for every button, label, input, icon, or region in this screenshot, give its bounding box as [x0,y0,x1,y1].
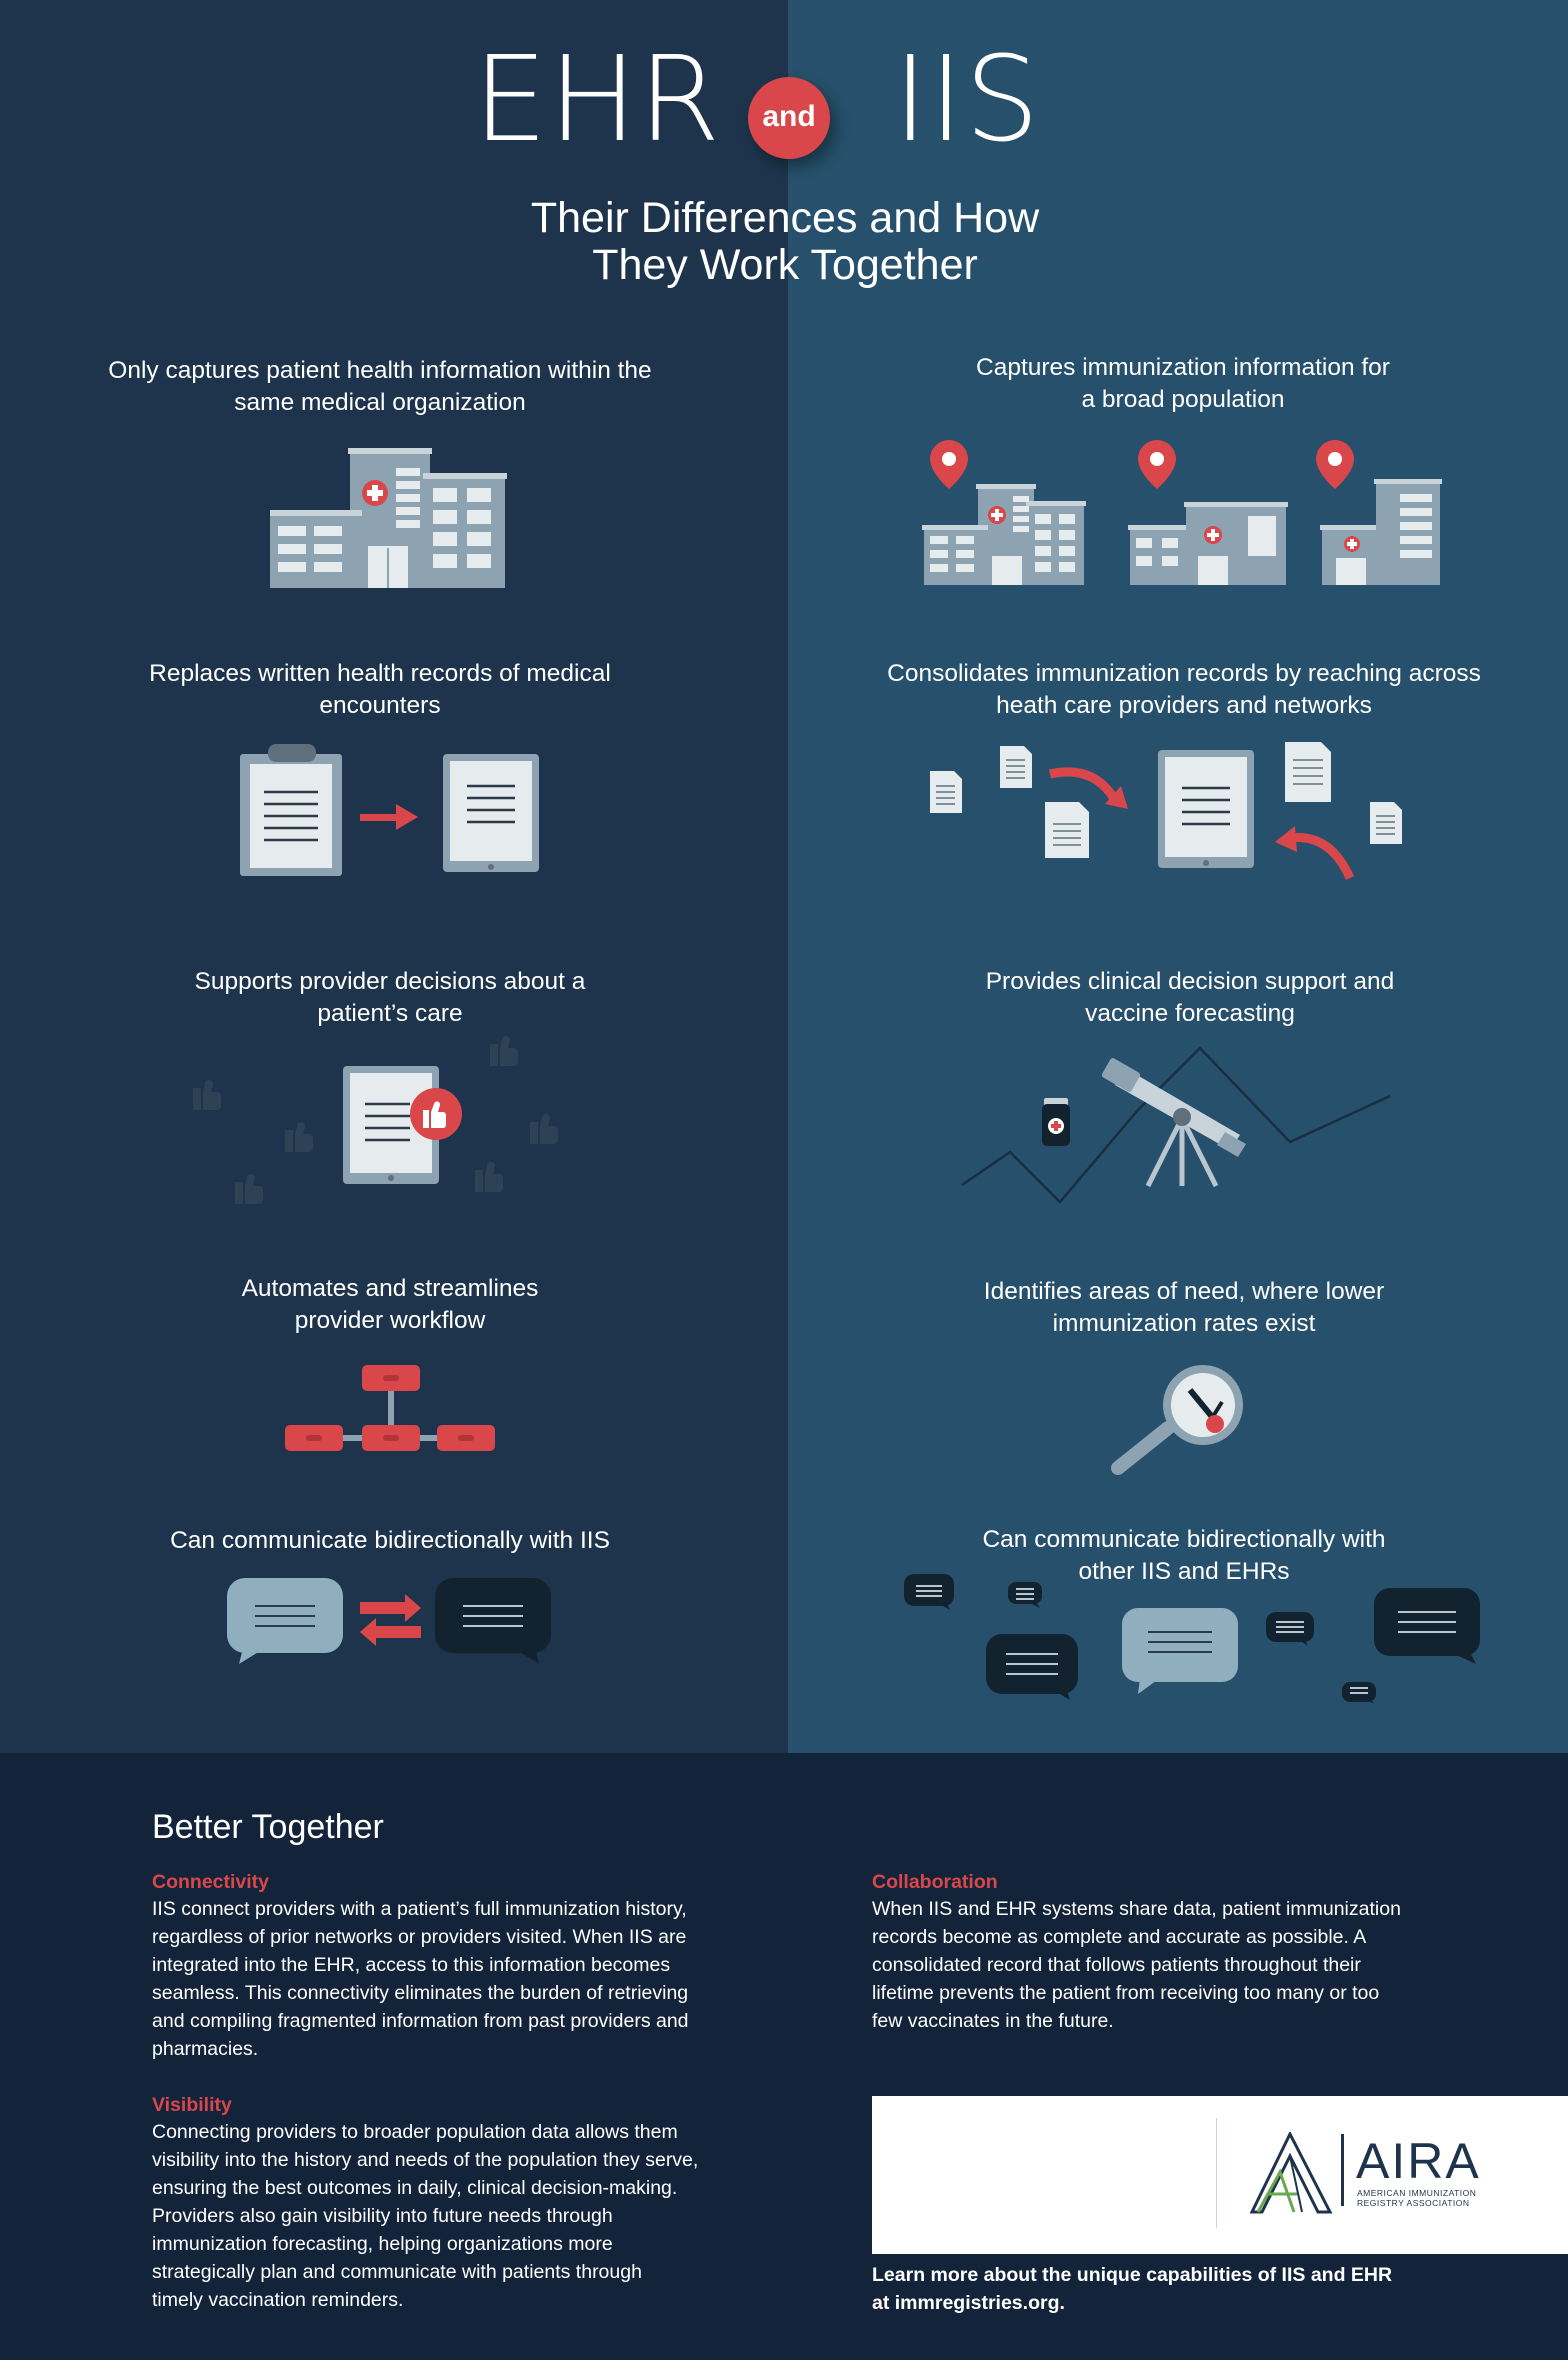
ehr-caption-1: Only captures patient health information… [108,357,652,416]
better-together-title: Better Together [152,1808,384,1846]
iis-caption-2: Consolidates immunization records by rea… [887,660,1481,719]
documents-consolidate-icon [930,742,1402,880]
multiple-hospitals-pin-icon [922,440,1442,585]
chat-exchange-icon [227,1578,551,1664]
collaboration-heading: Collaboration [872,1871,998,1893]
logo-divider [1216,2118,1217,2228]
connectivity-text: IIS connect providers with a patient’s f… [152,1898,689,2060]
learn-more-text: Learn more about the unique capabilities… [872,2264,1393,2314]
ehr-caption-5: Can communicate bidirectionally with IIS [170,1527,610,1554]
aira-logo-name: AIRA [1356,2133,1481,2189]
better-together-panel [0,1753,1568,2360]
ehr-caption-2: Replaces written health records of medic… [149,660,611,719]
magnifier-gauge-icon [1111,1365,1243,1475]
clipboard-to-tablet-icon [240,744,539,876]
workflow-flowchart-icon [285,1365,495,1451]
tablet-thumbs-up-icon [193,1036,558,1204]
iis-panel [788,0,1568,1753]
connectivity-heading: Connectivity [152,1871,270,1893]
logo-bar [1341,2134,1344,2206]
collaboration-text: When IIS and EHR systems share data, pat… [872,1898,1401,2032]
and-badge: and [748,77,830,159]
aira-logo-tagline: AMERICAN IMMUNIZATION REGISTRY ASSOCIATI… [1357,2188,1477,2208]
aira-logo-box: AIRA AMERICAN IMMUNIZATION REGISTRY ASSO… [872,2096,1568,2254]
hospital-building-icon [270,448,507,588]
page-subtitle: Their Differences and How They Work Toge… [530,194,1040,289]
telescope-forecast-icon [961,1046,1391,1204]
visibility-heading: Visibility [152,2094,232,2116]
ehr-panel [0,0,788,1753]
chat-network-icon [904,1574,1480,1704]
title-iis: IIS [893,30,1041,168]
visibility-text: Connecting providers to broader populati… [152,2121,699,2311]
aira-logo-mark-icon [1250,2132,1333,2214]
title-ehr: EHR [473,30,722,168]
